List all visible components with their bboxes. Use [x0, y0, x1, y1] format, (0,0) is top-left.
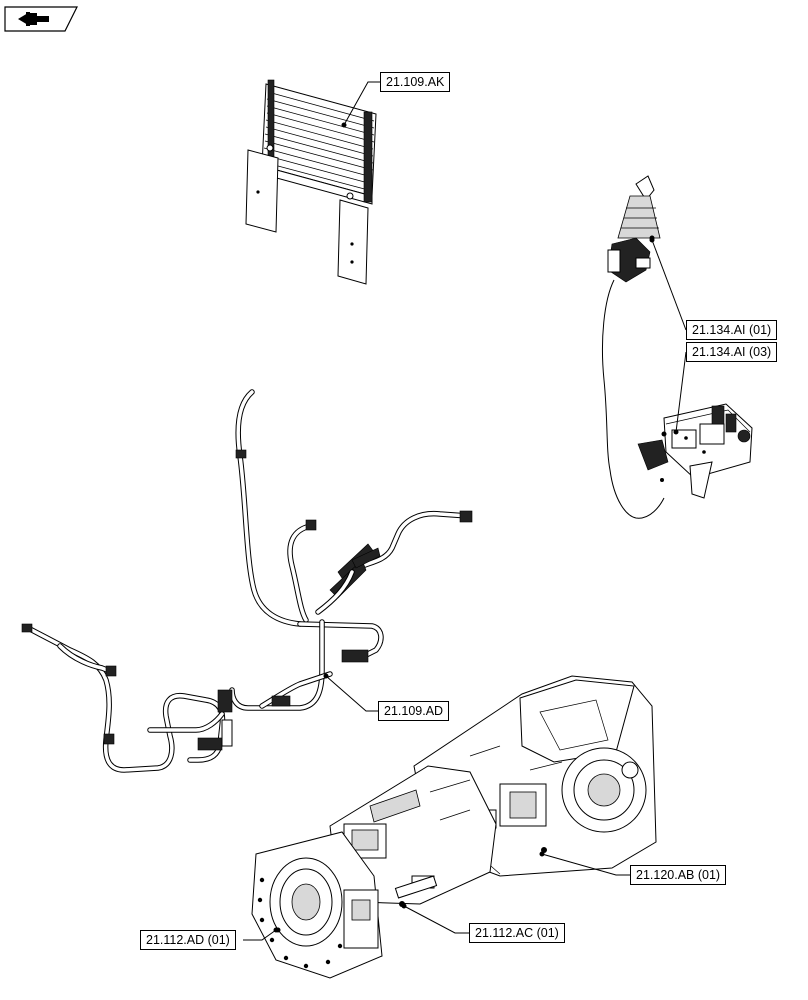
callout-shift-lever-label[interactable]: 21.134.AI (01) [686, 320, 778, 340]
callout-cooler-label[interactable]: 21.109.AK [380, 72, 451, 92]
leader-lines [243, 81, 687, 941]
shift-cable [601, 279, 665, 519]
oil-cooler-drawing [245, 79, 377, 285]
hose-assembly-drawing [21, 389, 473, 773]
callout-shift-control-label[interactable]: 21.134.AI (03) [686, 342, 778, 362]
callout-hoses-label[interactable]: 21.109.AD [378, 701, 450, 721]
transmission-housing-drawing [251, 675, 657, 979]
callout-center-housing-label[interactable]: 21.112.AC (01) [469, 923, 565, 943]
page-navigation-arrow-icon[interactable] [4, 6, 78, 32]
callout-front-housing-label[interactable]: 21.112.AD (01) [140, 930, 236, 950]
callout-rear-housing-label[interactable]: 21.120.AB (01) [630, 865, 727, 885]
shift-lever-drawing [607, 175, 661, 283]
shift-control-drawing [637, 403, 753, 499]
